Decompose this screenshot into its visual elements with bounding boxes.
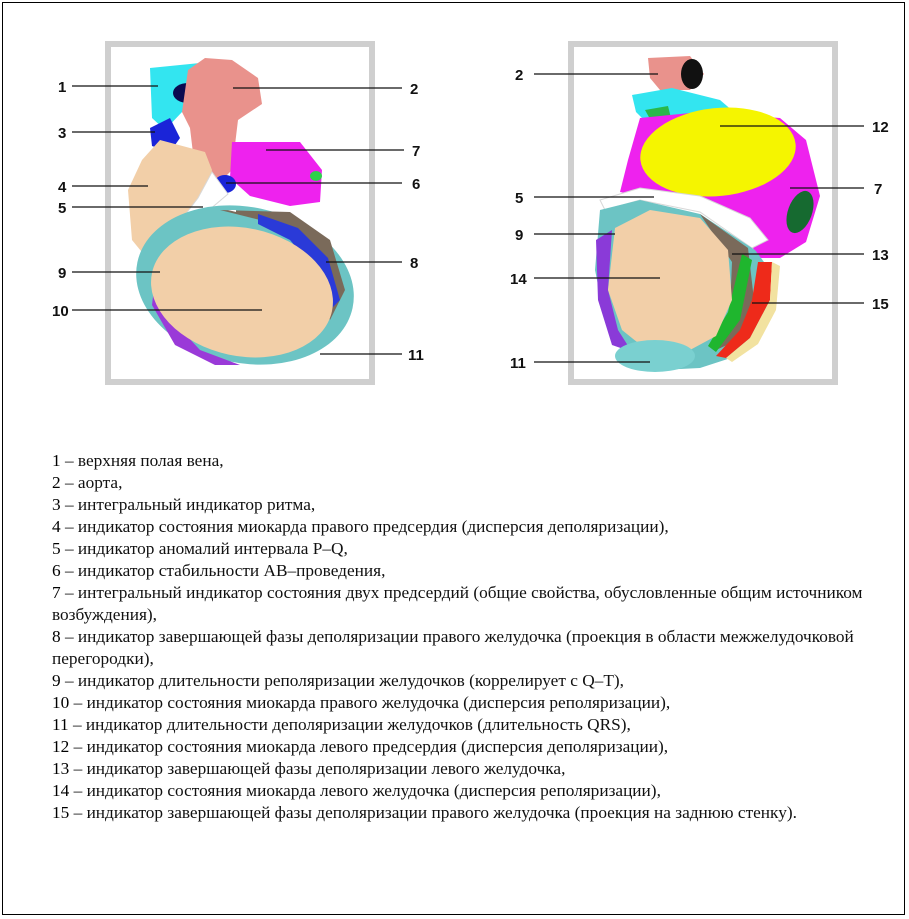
legend-item: 2 – аорта,	[52, 472, 892, 494]
left-label: 9	[58, 265, 66, 282]
legend-item: 15 – индикатор завершающей фазы деполяри…	[52, 802, 892, 824]
legend-item: 14 – индикатор состояния миокарда левого…	[52, 780, 892, 802]
left-label: 11	[408, 347, 424, 364]
legend-item: 10 – индикатор состояния миокарда правог…	[52, 692, 892, 714]
legend-item: 8 – индикатор завершающей фазы деполяриз…	[52, 626, 892, 670]
left-label: 6	[412, 176, 420, 193]
legend-item: 4 – индикатор состояния миокарда правого…	[52, 516, 892, 538]
right-label: 11	[510, 355, 526, 372]
legend: 1 – верхняя полая вена, 2 – аорта, 3 – и…	[52, 450, 892, 824]
right-label: 9	[515, 227, 523, 244]
left-label: 8	[410, 255, 418, 272]
left-label: 3	[58, 125, 66, 142]
legend-item: 7 – интегральный индикатор состояния дву…	[52, 582, 892, 626]
legend-item: 6 – индикатор стабильности АВ–проведения…	[52, 560, 892, 582]
legend-item: 9 – индикатор длительности реполяризации…	[52, 670, 892, 692]
left-label: 4	[58, 179, 67, 196]
left-label: 7	[412, 143, 420, 160]
left-label: 2	[410, 81, 418, 98]
left-label: 10	[52, 303, 69, 320]
legend-item: 12 – индикатор состояния миокарда левого…	[52, 736, 892, 758]
right-heart-view: 2 12 7 5 9 13 14 15 11	[510, 44, 889, 382]
right-label: 12	[872, 119, 889, 136]
atria-indicator-shape	[230, 142, 322, 206]
green-marker	[310, 171, 322, 181]
aorta-opening	[681, 59, 703, 89]
heart-diagrams: 1 2 3 7 4 6 5 8 9 10 11	[0, 0, 909, 430]
legend-item: 13 – индикатор завершающей фазы деполяри…	[52, 758, 892, 780]
right-label: 7	[874, 181, 882, 198]
right-label: 15	[872, 296, 889, 313]
right-label: 5	[515, 190, 523, 207]
right-label: 14	[510, 271, 527, 288]
apex-shape	[615, 340, 695, 372]
legend-item: 11 – индикатор длительности деполяризаци…	[52, 714, 892, 736]
right-label: 2	[515, 67, 523, 84]
legend-item: 1 – верхняя полая вена,	[52, 450, 892, 472]
left-label: 5	[58, 200, 66, 217]
legend-item: 3 – интегральный индикатор ритма,	[52, 494, 892, 516]
left-label: 1	[58, 79, 66, 96]
right-label: 13	[872, 247, 889, 264]
legend-item: 5 – индикатор аномалий интервала P–Q,	[52, 538, 892, 560]
left-heart-view: 1 2 3 7 4 6 5 8 9 10 11	[52, 44, 424, 384]
